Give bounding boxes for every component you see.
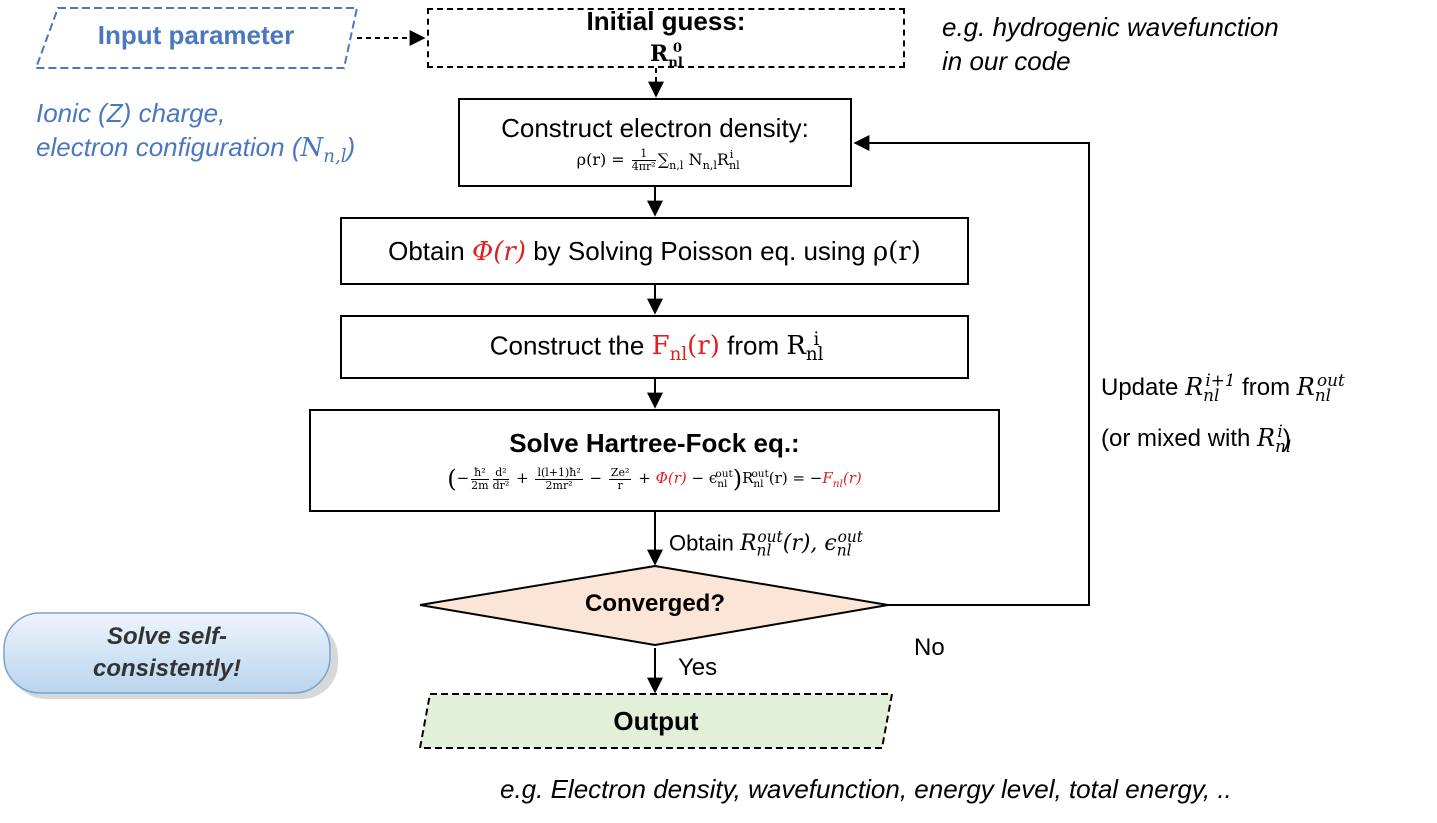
poisson-prefix: Obtain (388, 235, 465, 266)
hartree-fock-label: Solve Hartree-Fock eq.: (509, 428, 800, 458)
callout-text: Solve self- consistently! (4, 621, 330, 685)
fock-prefix: Construct the (489, 330, 645, 361)
output-shape (418, 693, 894, 749)
initial-guess-label: Initial guess: Rnl0 (586, 5, 746, 71)
initial-guess-note-line2: in our code (942, 46, 1071, 76)
callout-line2: consistently! (92, 655, 242, 682)
update-line2-prefix: (or mixed with (1101, 424, 1251, 452)
yes-label: Yes (678, 654, 718, 681)
input-parameter-label: Input parameter (97, 20, 295, 50)
obtain-symbols: Rnlout(r), ϵnlout (739, 528, 863, 560)
decision-label: Converged? (584, 590, 725, 617)
obtain-text: Obtain (669, 530, 734, 556)
phi-symbol: Φ(r) (471, 236, 526, 267)
poisson-middle: by Solving Poisson eq. using (533, 235, 866, 266)
initial-guess-box: Initial guess: Rnl0 (427, 5, 905, 71)
fock-operator: Fnl(r) (651, 331, 720, 366)
rho-symbol: ρ(r) (872, 236, 921, 267)
fock-middle: from (727, 330, 780, 361)
initial-guess-note: e.g. hydrogenic wavefunction in our code (942, 10, 1279, 78)
obtain-label: Obtain Rnlout(r), ϵnlout (669, 528, 863, 560)
poisson-text: Obtain Φ(r) by Solving Poisson eq. using… (388, 236, 921, 267)
fock-radial-function: Rnli (786, 328, 824, 366)
poisson-box: Obtain Φ(r) by Solving Poisson eq. using… (340, 217, 969, 285)
callout-pill (3, 612, 331, 694)
output-note: e.g. Electron density, wavefunction, ene… (500, 774, 1232, 804)
no-label: No (914, 634, 945, 661)
update-prefix: Update (1101, 374, 1179, 401)
decision-diamond (419, 564, 889, 647)
input-desc-line2: electron configuration (Nn,l) (36, 132, 356, 168)
callout-line1: Solve self- (106, 623, 228, 650)
input-parameter-desc: Ionic (Z) charge, electron configuration… (36, 96, 355, 174)
update-line2: (or mixed with Rnli) (1101, 420, 1292, 456)
initial-guess-text: Initial guess: (586, 5, 746, 36)
fock-box: Construct the Fnl(r) from Rnli (340, 315, 969, 379)
update-line2-suffix: ) (1282, 424, 1291, 452)
initial-guess-note-line1: e.g. hydrogenic wavefunction (942, 12, 1279, 42)
fock-text: Construct the Fnl(r) from Rnli (489, 328, 824, 366)
density-label: Construct electron density: (501, 112, 809, 143)
input-desc-line2-prefix: electron configuration ( (36, 132, 301, 162)
output-label: Output (613, 706, 699, 736)
input-desc-line1: Ionic (Z) charge, (36, 98, 226, 128)
update-label: Update Rnli+1 from Rnlout (or mixed with… (1101, 362, 1345, 464)
update-line1: Update Rnli+1 from Rnlout (1101, 370, 1345, 405)
input-parameter-shape (34, 7, 359, 69)
update-from: from (1242, 374, 1291, 401)
feedback-loop-arrow (853, 135, 1090, 606)
